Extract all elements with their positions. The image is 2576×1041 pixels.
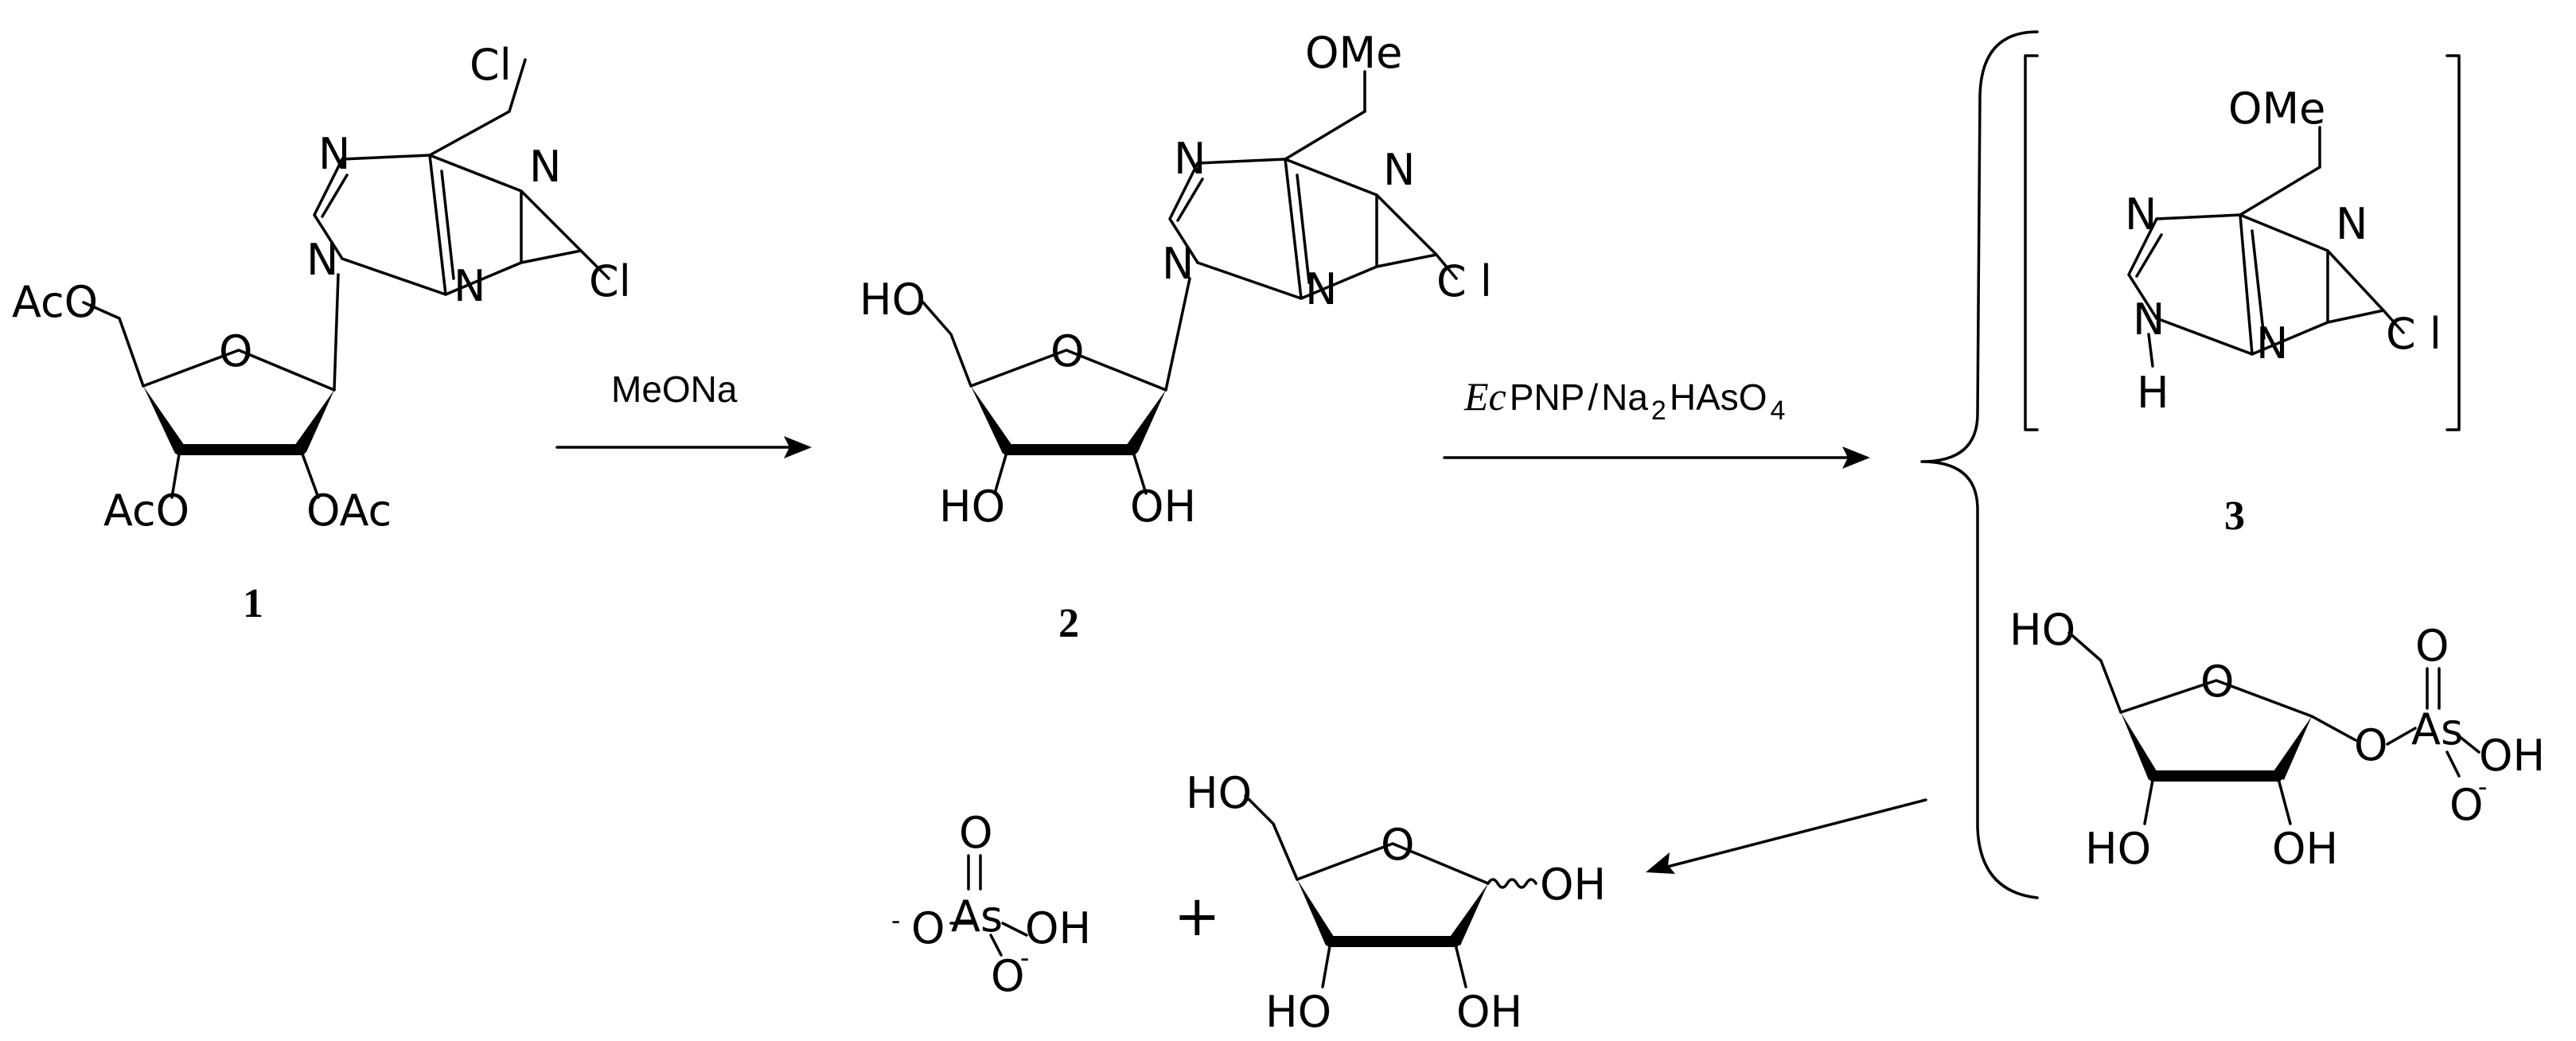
charge-minus: -	[891, 906, 900, 936]
compound-3-structure: OMe N N N N H C l	[2024, 54, 2461, 431]
group-ome: OMe	[1305, 28, 1402, 78]
atom-o-double: O	[959, 808, 993, 858]
ring-oxygen: O	[1381, 820, 1415, 870]
atom-n: N	[454, 261, 485, 311]
atom-n: N	[318, 129, 350, 179]
group-oh: OH	[1025, 903, 1091, 953]
atom-as: As	[2411, 704, 2463, 754]
atom-n9: N	[1162, 239, 1194, 289]
compound-3-label: 3	[2224, 493, 2245, 539]
svg-text:Ec PNP / Na: Ec PNP / Na 2 HAsO 4	[1463, 374, 1785, 426]
group-ho-3: HO	[1265, 987, 1331, 1037]
atom-n: N	[1383, 145, 1415, 195]
group-oh-1: OH	[1540, 860, 1606, 910]
group-aco-5: AcO	[12, 277, 98, 327]
atom-as: As	[951, 891, 1003, 942]
compound-2-label: 2	[1058, 601, 1079, 646]
atom-n: N	[529, 142, 561, 192]
atom-o-link: O	[2354, 720, 2388, 770]
group-oh-2: OH	[1456, 987, 1522, 1037]
atom-n9: N	[306, 235, 338, 285]
group-ho-5: HO	[1186, 768, 1252, 818]
atom-o-minus: O	[2449, 780, 2484, 830]
reaction-arrow-1	[555, 436, 812, 458]
atom-o-minus-left: O	[911, 903, 945, 953]
atom-cl: C l	[2386, 309, 2442, 359]
reaction-arrow-3	[1646, 798, 1927, 874]
atom-o-minus-bottom: O	[991, 951, 1025, 1001]
reagent-subscript-2: 2	[1651, 396, 1666, 426]
group-oh-2: OH	[1130, 482, 1196, 532]
reaction-arrow-2	[1443, 446, 1870, 469]
product-brace	[1920, 30, 2039, 899]
atom-n: N	[1174, 134, 1206, 184]
reagent-na: Na	[1601, 376, 1648, 418]
ribose-1-arsenate-structure: O HO HO OH O O As OH O -	[2009, 605, 2545, 874]
group-ho-5: HO	[859, 275, 926, 325]
ring-oxygen: O	[219, 326, 253, 376]
group-aco-3: AcO	[103, 485, 189, 536]
group-ome: OMe	[2228, 84, 2325, 134]
arsenate-structure: O As O - OH O -	[891, 808, 1091, 1001]
plus-sign: +	[1174, 883, 1221, 949]
atom-h: H	[2137, 368, 2169, 418]
atom-cl-top: Cl	[470, 40, 512, 90]
reagent-slash: /	[1588, 376, 1598, 418]
atom-n9: N	[2133, 294, 2165, 345]
atom-n: N	[2125, 189, 2157, 240]
reagent-hasO: HAsO	[1670, 376, 1767, 418]
group-oh: OH	[2479, 731, 2545, 781]
compound-2-structure: OMe N N N N C l O HO HO OH	[859, 28, 1492, 532]
group-oac-2: OAc	[306, 485, 392, 536]
group-oh-2: OH	[2272, 824, 2338, 874]
compound-1-label: 1	[243, 581, 263, 626]
reagent-enzyme-source: Ec	[1463, 374, 1506, 419]
atom-cl: C l	[1436, 256, 1492, 306]
reagent-subscript-4: 4	[1771, 396, 1786, 426]
atom-n: N	[1305, 264, 1337, 314]
ring-oxygen: O	[1050, 326, 1085, 376]
group-ho-3: HO	[2085, 824, 2151, 874]
charge-minus: -	[2478, 772, 2487, 802]
charge-minus: -	[1020, 943, 1029, 973]
compound-1-structure: Cl N N N N Cl O AcO AcO OAc	[12, 40, 631, 536]
reagent-enzyme: PNP	[1510, 376, 1585, 418]
atom-n: N	[2336, 199, 2368, 249]
atom-o-double: O	[2415, 621, 2449, 671]
reagent-meona: MeONa	[611, 368, 738, 410]
group-ho-5: HO	[2009, 605, 2075, 655]
ring-oxygen: O	[2200, 657, 2235, 707]
group-ho-3: HO	[939, 482, 1005, 532]
reagent-ecpnp-na2hasO4: Ec PNP / Na 2 HAsO 4	[1463, 374, 1785, 426]
atom-n: N	[2256, 318, 2288, 368]
ribose-structure: O HO OH HO OH	[1186, 768, 1606, 1037]
atom-cl: Cl	[589, 256, 631, 306]
